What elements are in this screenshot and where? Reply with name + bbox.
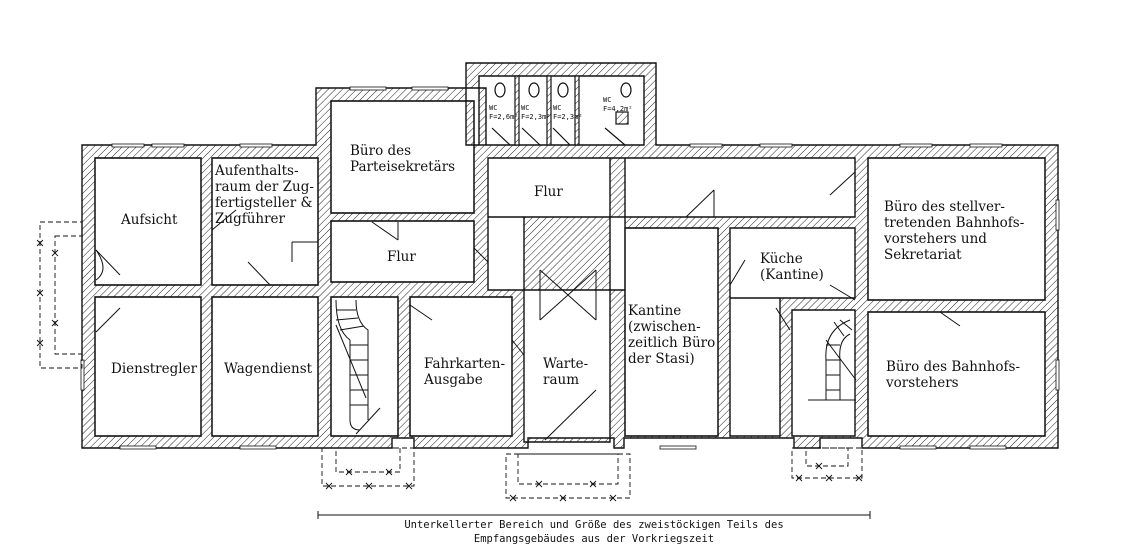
wc-partitions bbox=[491, 75, 632, 146]
room-label-fahrkarten: Fahrkarten- Ausgabe bbox=[424, 356, 505, 388]
room-label-kueche: Küche (Kantine) bbox=[760, 251, 824, 283]
canopy-markers bbox=[36, 239, 863, 502]
room-label-flur-small: Flur bbox=[387, 249, 416, 265]
room-label-wagendienst: Wagendienst bbox=[224, 361, 313, 377]
room-label-dienstregler: Dienstregler bbox=[111, 361, 198, 377]
wc-label-2: WC F=2,3m² bbox=[521, 104, 551, 121]
windows bbox=[80, 86, 1060, 450]
doors bbox=[95, 171, 961, 441]
room-label-parteisekretaer: Büro des Parteisekretärs bbox=[350, 143, 456, 175]
room-label-kantine: Kantine (zwischen- zeitlich Büro der Sta… bbox=[628, 303, 716, 367]
room-label-flur-main: Flur bbox=[534, 184, 563, 200]
room-label-stellvertreter: Büro des stellver- tretenden Bahnhofs- v… bbox=[884, 199, 1025, 263]
basement-extent-note: Unterkellerter Bereich und Größe des zwe… bbox=[404, 519, 784, 545]
room-label-warteraum: Warte- raum bbox=[543, 356, 589, 388]
room-label-bahnhofsvorsteher: Büro des Bahnhofs- vorstehers bbox=[886, 359, 1021, 391]
entrance-canopies bbox=[39, 221, 863, 499]
wc-label-3: WC F=2,3m² bbox=[553, 104, 583, 121]
staircase-right bbox=[808, 319, 857, 401]
room-label-aufsicht: Aufsicht bbox=[121, 212, 178, 228]
staircase-left bbox=[335, 299, 369, 431]
building-walls bbox=[81, 62, 1059, 449]
wc-label-4: WC F=4,2m² bbox=[603, 96, 633, 113]
extent-bracket bbox=[317, 511, 871, 519]
wc-label-1: WC F=2,6m² bbox=[489, 104, 519, 121]
room-label-aufenthaltsraum: Aufenthalts- raum der Zug- fertigsteller… bbox=[215, 163, 314, 227]
